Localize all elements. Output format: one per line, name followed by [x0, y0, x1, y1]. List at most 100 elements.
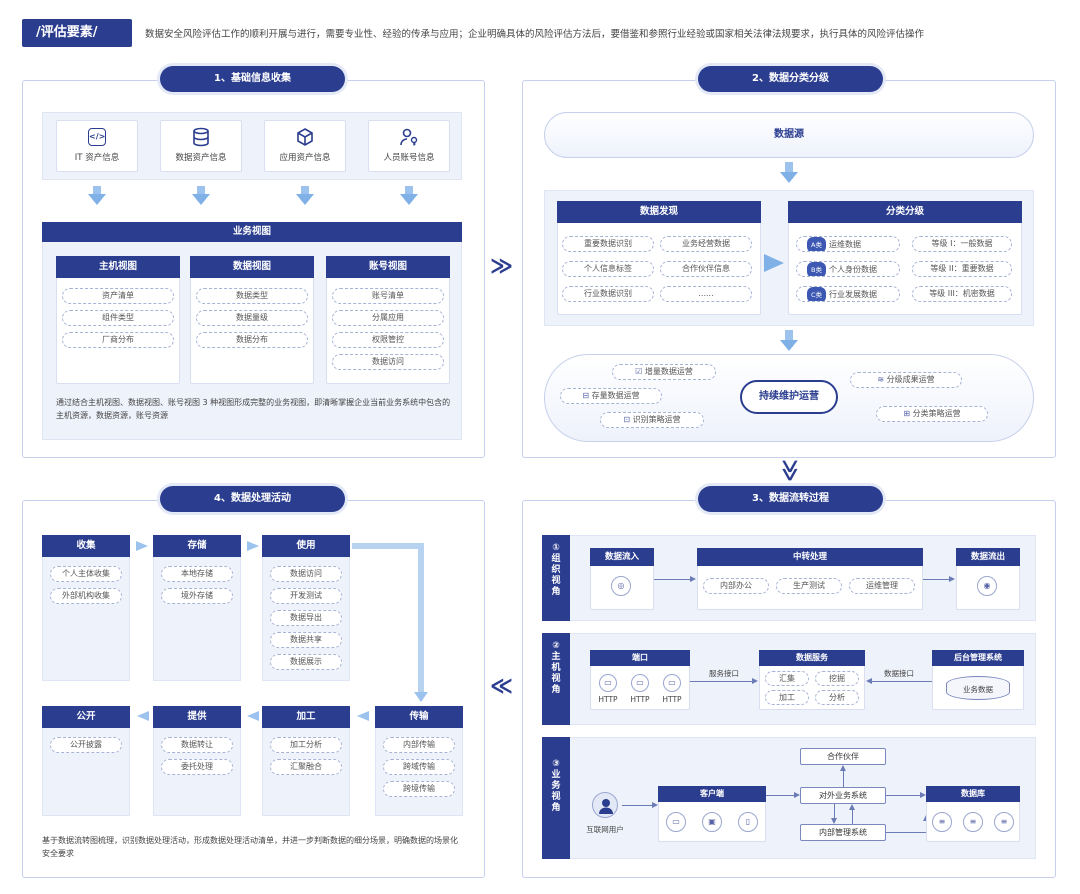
chip: 汇聚融合 [270, 759, 342, 775]
chip: 个人主体收集 [50, 566, 122, 582]
flow-arrow [88, 194, 106, 205]
category-text: 个人身份数据 [828, 265, 877, 274]
header-description: 数据安全风险评估工作的顺利开展与进行，需要专业性、经验的传承与应用；企业明确具体… [145, 29, 925, 40]
http-label: HTTP [598, 695, 618, 704]
chip: 厂商分布 [62, 332, 174, 348]
code-icon: </> [88, 128, 106, 146]
flow-arrow [93, 186, 101, 194]
database-cylinder-icon [946, 676, 1010, 700]
folder-icon: ▭ [663, 674, 681, 692]
storage-icon: ⊟ [582, 391, 592, 400]
external-system-box: 对外业务系统 [800, 787, 886, 804]
chevron-left-icon: ≪ [490, 674, 514, 699]
info-label: 人员账号信息 [383, 153, 435, 163]
ops-label: 分类策略运营 [912, 409, 961, 418]
chip: 数据访问 [270, 566, 342, 582]
chip: 个人信息标签 [562, 261, 654, 277]
chip: 重要数据识别 [562, 236, 654, 252]
info-card-data: 数据资产信息 [160, 120, 242, 172]
info-card-app: 应用资产信息 [264, 120, 346, 172]
chip: 外部机构收集 [50, 588, 122, 604]
scan-icon: ⊡ [623, 415, 633, 424]
arrow-head [652, 802, 658, 808]
stage-title: 公开 [42, 706, 130, 728]
chip: 开发测试 [270, 588, 342, 604]
chip: 内部办公 [703, 578, 769, 594]
chip: 数据展示 [270, 654, 342, 670]
data-in-icon: ◎ [611, 576, 631, 596]
data-interface-label: 数据接口 [884, 669, 914, 678]
stage-title: 加工 [262, 706, 350, 728]
arrow-right-icon [764, 254, 784, 272]
chip: 数据共享 [270, 632, 342, 648]
flow-arrow [780, 340, 798, 351]
ops-label: 增量数据运营 [644, 367, 693, 376]
data-service-title: 数据服务 [759, 650, 865, 666]
chip: 公开披露 [50, 737, 122, 753]
chip: 跨域传输 [383, 759, 455, 775]
host-view-label: ②主机视角 [542, 633, 570, 725]
panel-4-note: 基于数据流转图梳理，识别数据处理活动，形成数据处理活动清单，并进一步判断数据的细… [42, 836, 458, 858]
row-label: ②主机视角 [551, 641, 561, 695]
category-text: 运维数据 [828, 240, 861, 249]
flow-line [886, 832, 926, 833]
classify-title: 分类分级 [788, 201, 1022, 223]
flow-arrow [785, 330, 793, 340]
chip: 数据分布 [196, 332, 308, 348]
data-out-title: 数据流出 [956, 548, 1020, 566]
flow-line [622, 805, 652, 806]
arrow-right-icon [247, 541, 259, 551]
ops-chip: ⊟ 存量数据运营 [560, 388, 662, 404]
business-data-label: 业务数据 [963, 685, 993, 694]
monitor-icon: ▣ [702, 812, 722, 832]
layers-icon: ≋ [877, 375, 887, 384]
flow-connector [352, 543, 424, 549]
chip: 合作伙伴信息 [660, 261, 752, 277]
chip: 内部传输 [383, 737, 455, 753]
laptop-icon: ▭ [666, 812, 686, 832]
database-icon: ≡ [932, 812, 952, 832]
chip: 委托处理 [161, 759, 233, 775]
flow-line [690, 681, 752, 682]
internal-system-box: 内部管理系统 [800, 824, 886, 841]
service-interface-label: 服务接口 [709, 669, 739, 678]
flow-arrow [192, 194, 210, 205]
flow-arrow [400, 194, 418, 205]
arrow-head [690, 576, 696, 582]
flow-line [852, 810, 853, 824]
database-title: 数据库 [926, 786, 1020, 802]
chip: 行业数据识别 [562, 286, 654, 302]
port-title: 端口 [590, 650, 690, 666]
flow-arrow [780, 172, 798, 183]
chip: 分析 [815, 690, 859, 705]
category-badge: A类 [807, 237, 826, 251]
ops-chip: ☑ 增量数据运营 [612, 364, 716, 380]
admin-system-title: 后台管理系统 [932, 650, 1024, 666]
grid-icon: ⊞ [903, 409, 913, 418]
arrow-head [840, 765, 846, 771]
data-view-title: 数据视图 [190, 256, 314, 278]
database-icon: ≡ [994, 812, 1014, 832]
chip: 分属应用 [332, 310, 444, 326]
arrow-down-icon [414, 692, 428, 702]
flow-arrow [296, 194, 314, 205]
cube-icon [297, 128, 313, 146]
chip: 业务经营数据 [660, 236, 752, 252]
arrow-head [849, 804, 855, 810]
arrow-right-icon [136, 541, 148, 551]
ops-label: 分级成果运营 [886, 375, 935, 384]
arrow-left-icon [247, 711, 259, 721]
chip: 加工分析 [270, 737, 342, 753]
chip: 生产测试 [776, 578, 842, 594]
flow-line [843, 771, 844, 787]
flow-arrow [785, 162, 793, 172]
arrow-head [949, 576, 955, 582]
info-card-it: </> IT 资产信息 [56, 120, 138, 172]
arrow-head [752, 678, 758, 684]
level-chip: 等级 III：机密数据 [912, 286, 1012, 302]
category-chip-a: A类运维数据 [796, 236, 900, 252]
discover-title: 数据发现 [557, 201, 761, 223]
info-label: IT 资产信息 [74, 153, 120, 163]
host-view-title: 主机视图 [56, 256, 180, 278]
ops-label: 识别策略运营 [632, 415, 681, 424]
